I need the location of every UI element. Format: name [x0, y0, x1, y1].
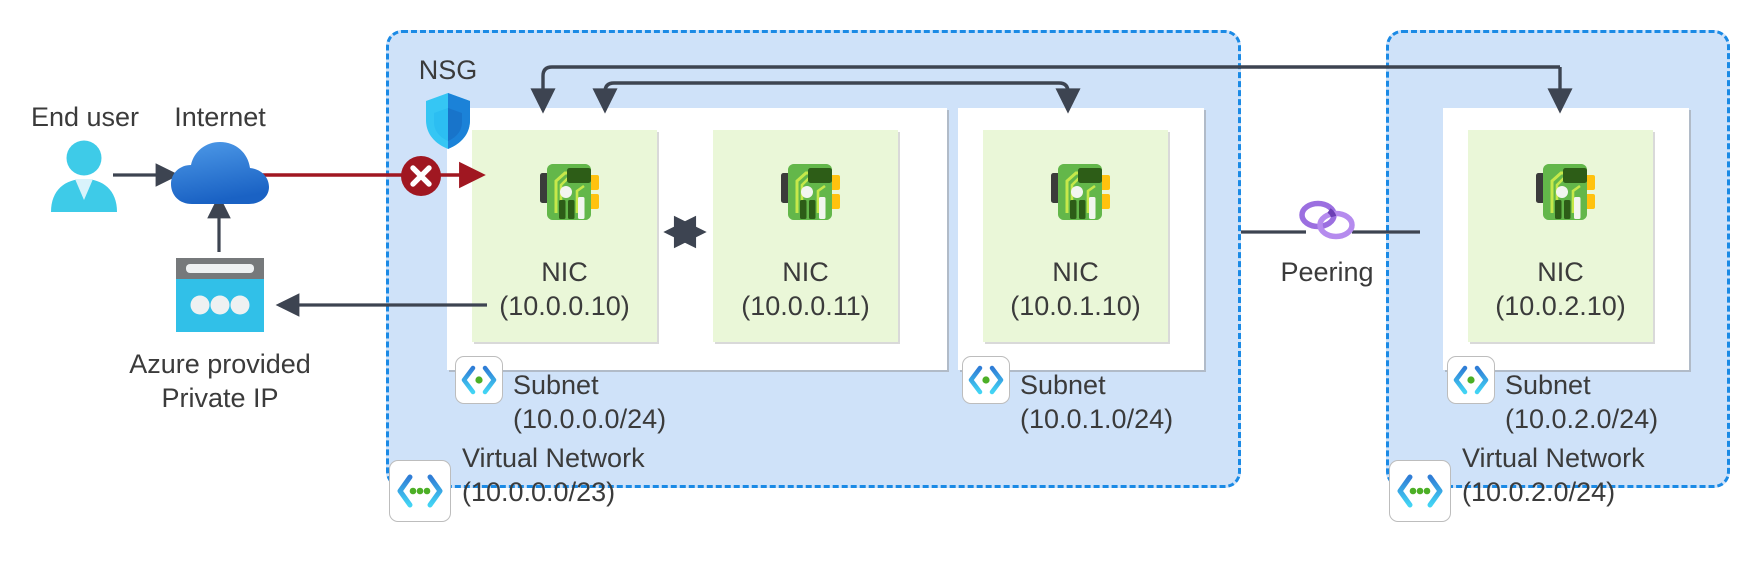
nic-name: NIC [1537, 257, 1584, 287]
user-icon [45, 138, 123, 219]
nic-icon [527, 153, 603, 234]
nic-icon [1038, 153, 1114, 234]
peering-label: Peering [1280, 257, 1374, 287]
subnet-icon [1447, 356, 1495, 404]
nic-label-10-0-0-10: NIC (10.0.0.10) [472, 255, 657, 323]
virtual-network-label-right: Virtual Network (10.0.2.0/24) [1462, 441, 1752, 509]
nic-icon [1523, 153, 1599, 234]
nic-ip: (10.0.1.10) [1010, 291, 1141, 322]
end-user-label: End user [30, 102, 140, 132]
virtual-network-icon [1389, 460, 1451, 522]
nic-label-10-0-0-11: NIC (10.0.0.11) [713, 255, 898, 323]
peering-rings-icon [1291, 195, 1363, 250]
subnet-name: Subnet [1020, 370, 1106, 400]
vnet-name: Virtual Network [1462, 443, 1645, 473]
subnet-label-10-0-1-0-24: Subnet (10.0.1.0/24) [1020, 368, 1250, 436]
nic-name: NIC [541, 257, 588, 287]
vnet-name: Virtual Network [462, 443, 645, 473]
subnet-icon [455, 356, 503, 404]
vnet-cidr: (10.0.0.0/23) [462, 477, 616, 508]
subnet-cidr: (10.0.2.0/24) [1505, 404, 1659, 435]
nic-ip: (10.0.0.11) [741, 291, 870, 322]
shield-icon [424, 92, 472, 155]
internet-label: Internet [174, 102, 266, 132]
vnet-cidr: (10.0.2.0/24) [1462, 477, 1616, 508]
subnet-cidr: (10.0.1.0/24) [1020, 404, 1174, 435]
blocked-circle-icon [400, 155, 442, 202]
private-ip-label: Azure provided Private IP [129, 349, 311, 414]
cloud-icon [170, 140, 270, 213]
nic-ip: (10.0.0.10) [499, 291, 630, 322]
subnet-label-10-0-2-0-24: Subnet (10.0.2.0/24) [1505, 368, 1735, 436]
virtual-network-icon [389, 460, 451, 522]
subnet-name: Subnet [513, 370, 599, 400]
subnet-icon [962, 356, 1010, 404]
public-ip-icon [176, 258, 264, 337]
subnet-name: Subnet [1505, 370, 1591, 400]
nic-ip: (10.0.2.10) [1495, 291, 1626, 322]
nic-label-10-0-1-10: NIC (10.0.1.10) [983, 255, 1168, 323]
nic-name: NIC [1052, 257, 1099, 287]
subnet-cidr: (10.0.0.0/24) [513, 404, 667, 435]
virtual-network-label-left: Virtual Network (10.0.0.0/23) [462, 441, 762, 509]
nsg-label: NSG [418, 55, 478, 85]
subnet-label-10-0-0-0-24: Subnet (10.0.0.0/24) [513, 368, 743, 436]
nic-icon [768, 153, 844, 234]
nic-label-10-0-2-10: NIC (10.0.2.10) [1468, 255, 1653, 323]
nic-name: NIC [782, 257, 829, 287]
